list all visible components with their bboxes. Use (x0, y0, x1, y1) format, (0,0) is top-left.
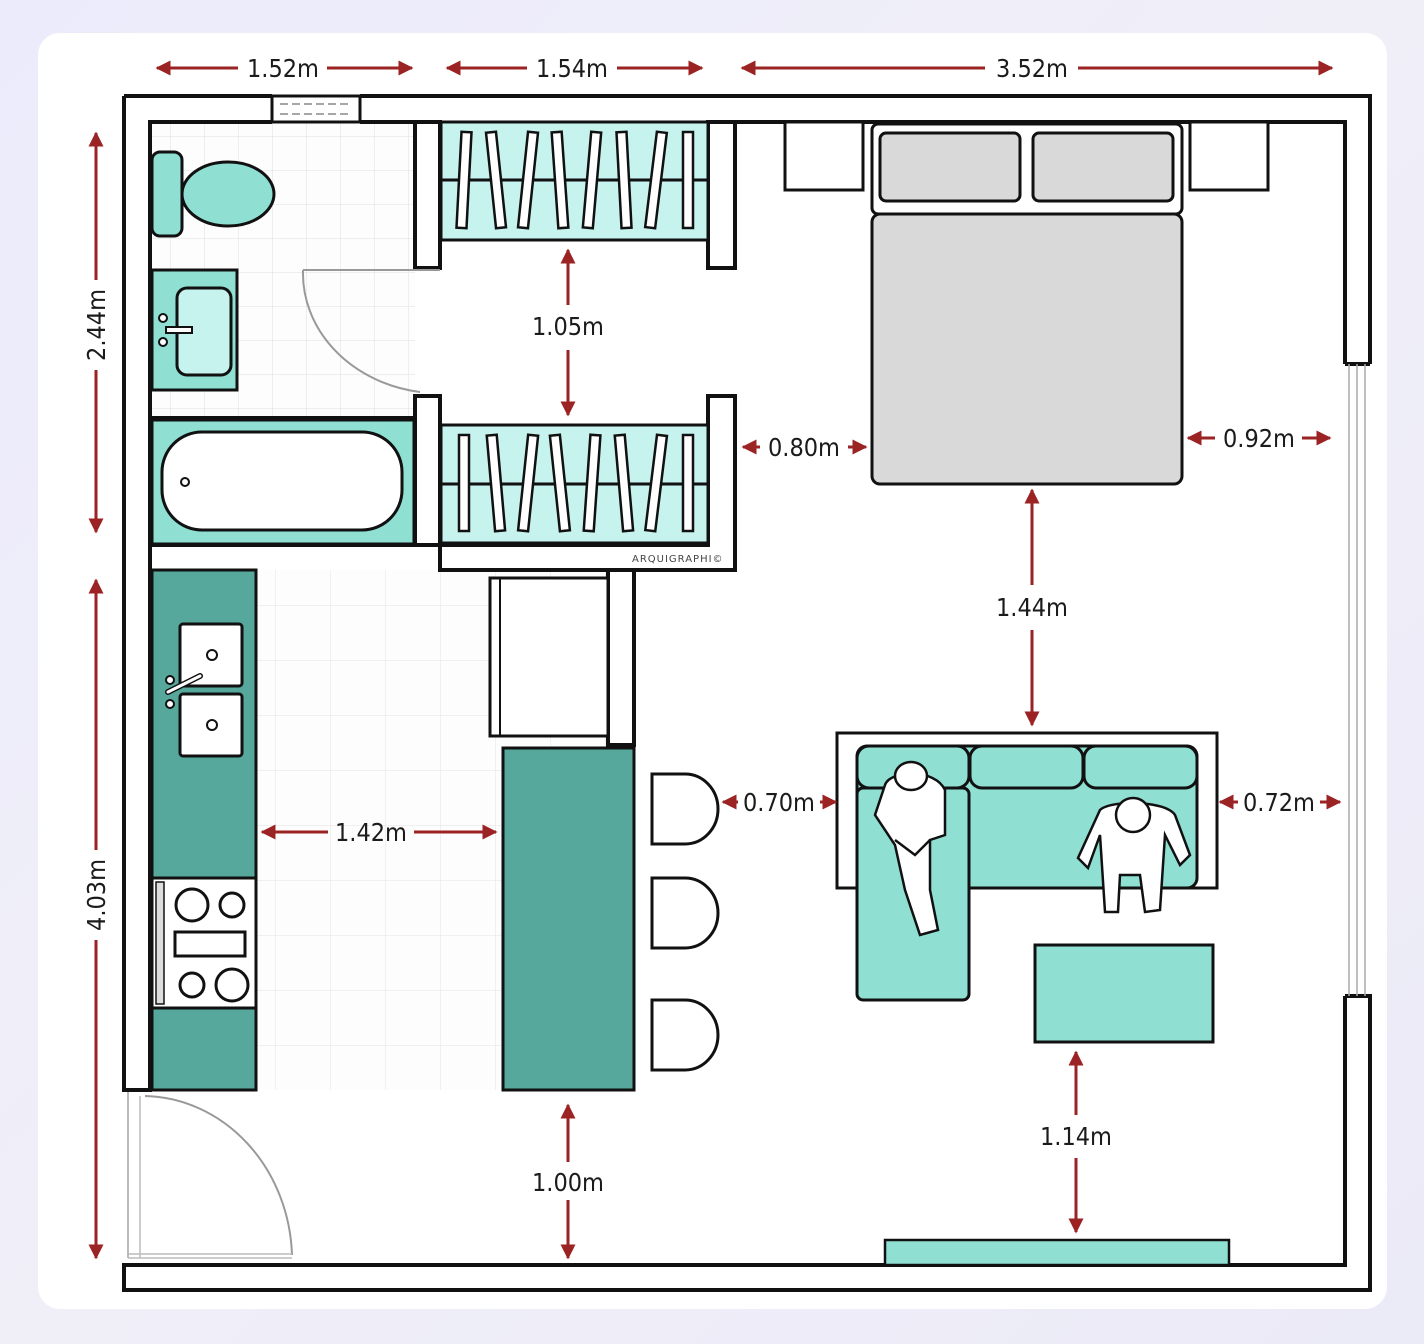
entry-door-icon (127, 1092, 293, 1259)
dim-top-bedroom: 3.52m (996, 54, 1068, 83)
bar-stools (650, 772, 720, 1072)
fridge-icon (488, 576, 610, 738)
kitchen-counter-end (150, 1006, 258, 1092)
person-sitting-icon (1076, 796, 1192, 914)
dim-kitchen-aisle: 1.42m (335, 818, 407, 847)
dim-bed-to-sofa: 1.44m (996, 593, 1068, 622)
bathroom-sink-icon (150, 268, 239, 392)
walls (122, 94, 1372, 1292)
dim-sofa-to-wall: 0.72m (1243, 788, 1315, 817)
watermark: ARQUIGRAPHI© (632, 554, 724, 565)
bathtub-icon (150, 418, 416, 546)
closet-bottom (439, 423, 710, 545)
dim-top-closet: 1.54m (536, 54, 608, 83)
dim-left-lower: 4.03m (82, 859, 111, 931)
bathroom (150, 150, 440, 546)
kitchen-island (501, 746, 636, 1092)
stove-icon (150, 876, 258, 1010)
closet-top (439, 120, 710, 242)
stool-icon (650, 876, 720, 950)
dim-left-upper: 2.44m (82, 289, 111, 361)
stool-icon (650, 998, 720, 1072)
bed-icon (870, 122, 1184, 486)
bathroom-door-icon (301, 269, 440, 393)
kitchen-sink-icon (165, 622, 244, 758)
dim-closet-to-bed: 0.80m (768, 433, 840, 462)
kitchen (150, 568, 720, 1092)
dim-table-to-tv: 1.14m (1040, 1122, 1112, 1151)
nightstand-right (1188, 120, 1270, 192)
nightstand-left (783, 120, 865, 192)
dim-top-bath: 1.52m (247, 54, 319, 83)
living-area (835, 731, 1231, 1267)
dim-bed-to-wall: 0.92m (1223, 424, 1295, 453)
dim-closet-gap: 1.05m (532, 312, 604, 341)
toilet-icon (150, 150, 276, 238)
dim-island-to-wall: 1.00m (532, 1168, 604, 1197)
person-lying-icon (873, 760, 947, 937)
dimension-labels: 1.52m 1.54m 3.52m 2.44m 4.03m 1.05m 0.80… (82, 54, 1315, 1197)
tv-console (883, 1238, 1231, 1267)
stool-icon (650, 772, 720, 846)
dimension-lines (88, 60, 1342, 1260)
bedroom (783, 120, 1270, 486)
coffee-table (1033, 943, 1215, 1044)
dim-stools-to-sofa: 0.70m (743, 788, 815, 817)
